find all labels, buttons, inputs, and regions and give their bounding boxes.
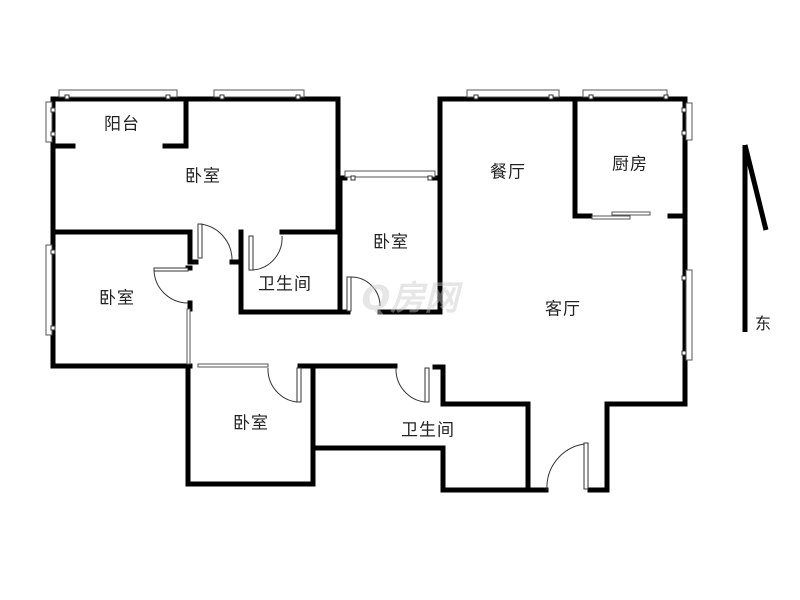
watermark: Q房网 — [361, 278, 459, 319]
doors — [153, 223, 589, 491]
room-label-bathroom-2: 卫生间 — [401, 420, 455, 441]
room-label-bedroom-2: 卧室 — [99, 288, 135, 309]
room-label-balcony: 阳台 — [104, 114, 140, 135]
compass-arrow-icon — [742, 144, 769, 332]
windows — [45, 89, 693, 368]
room-label-bedroom-3: 卧室 — [373, 232, 409, 253]
room-label-bedroom-4: 卧室 — [233, 413, 269, 434]
compass-label: 东 — [755, 314, 772, 333]
room-label-bedroom-1: 卧室 — [185, 166, 221, 187]
room-label-kitchen: 厨房 — [612, 154, 648, 175]
room-label-living-room: 客厅 — [545, 299, 581, 320]
room-label-dining-room: 餐厅 — [490, 162, 526, 183]
room-label-bathroom-1: 卫生间 — [258, 274, 312, 295]
